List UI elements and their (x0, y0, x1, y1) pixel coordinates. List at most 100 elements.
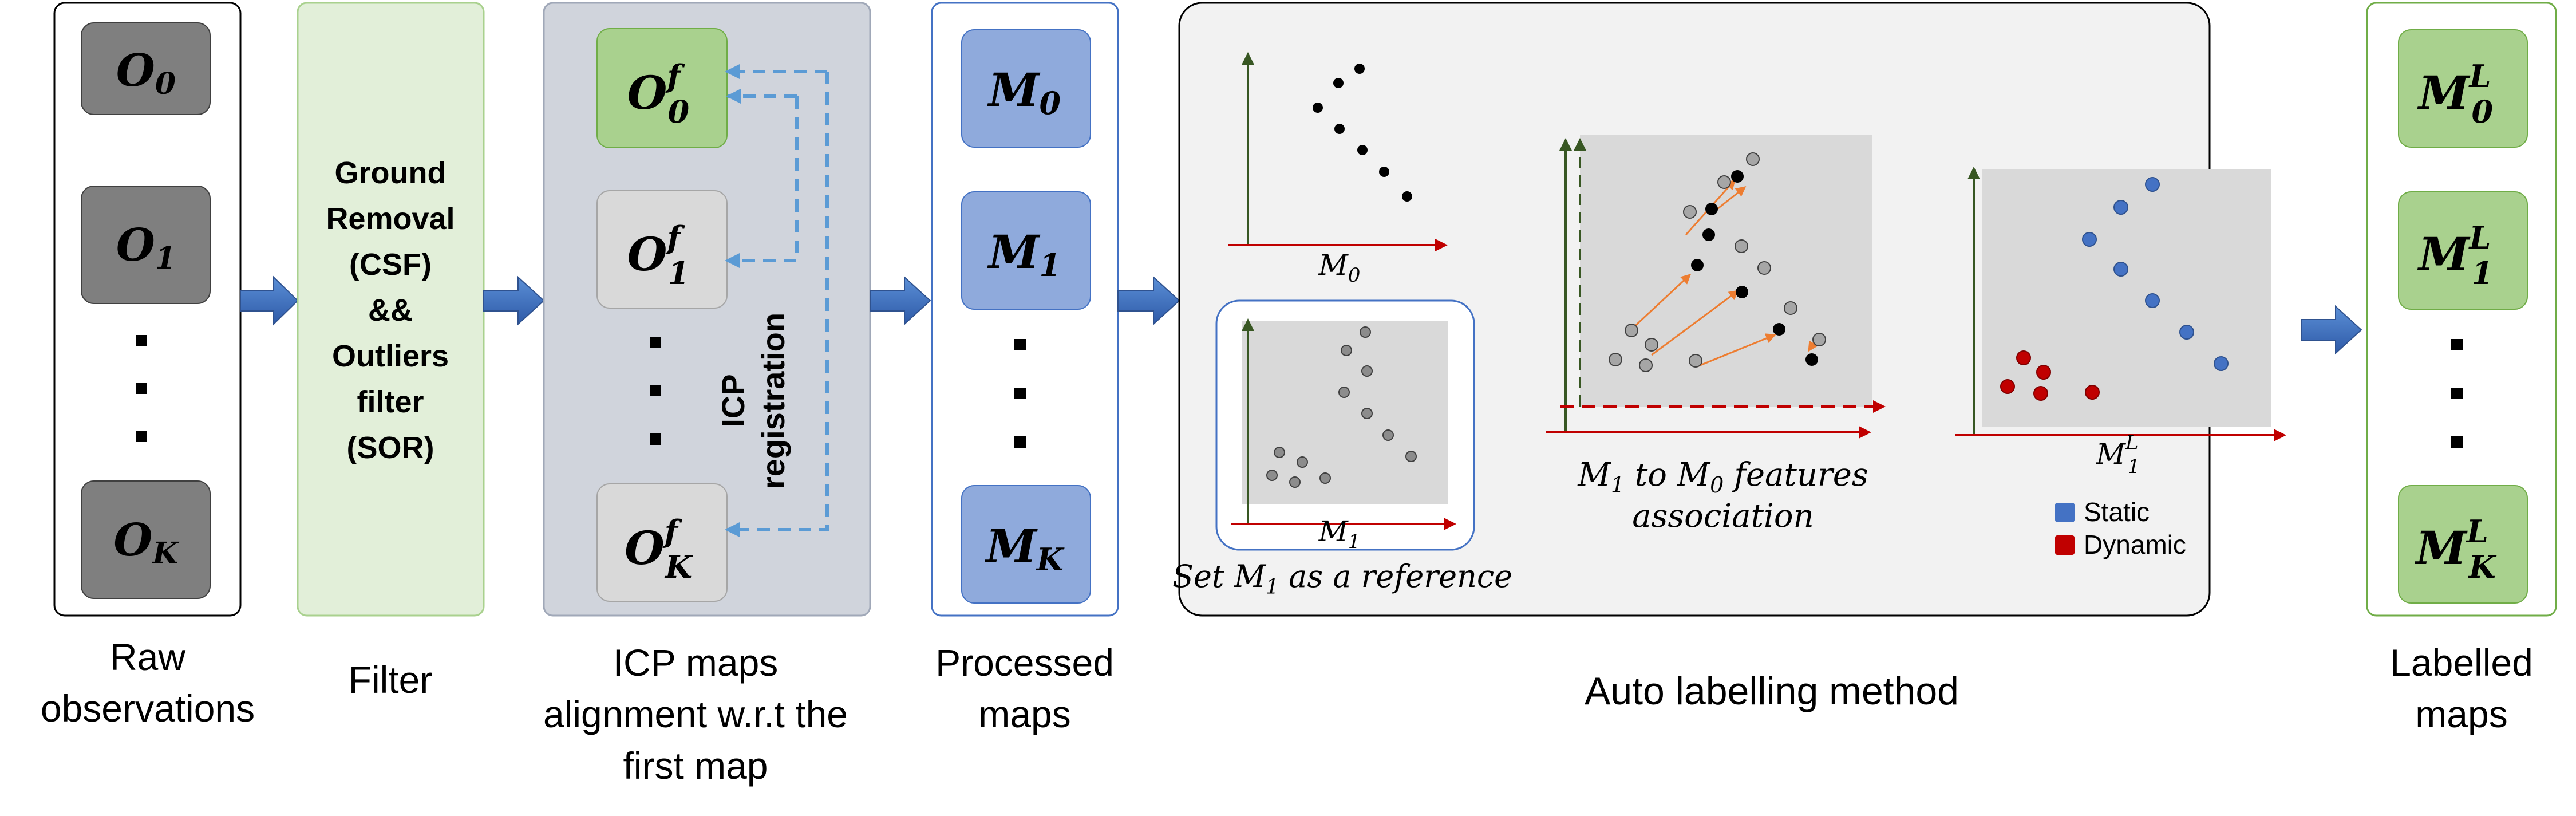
icp-symbol-base: O (625, 521, 665, 575)
svg-text:MLK: MLK (2414, 513, 2497, 585)
labelled-symbol-sup: L (2468, 58, 2491, 94)
association-caption: association (1632, 498, 1814, 535)
icp-ellipsis (650, 337, 661, 445)
filter-column: Ground Removal (CSF) && Outliers filter … (297, 2, 485, 701)
processed-symbol-sub: 0 (1039, 85, 1061, 121)
flow-arrow (240, 275, 299, 326)
svg-text:Ground: Ground (335, 156, 447, 190)
m0-points (1313, 64, 1412, 202)
labelled-caption: Labelled (2390, 641, 2533, 684)
filter-description: Ground Removal (CSF) && Outliers filter … (326, 156, 455, 465)
svg-text:Removal: Removal (326, 202, 455, 236)
labelled-symbol-base: M (2417, 227, 2471, 281)
icp-caption: alignment w.r.t the (543, 693, 848, 735)
processed-map-box-k: MK (961, 485, 1091, 604)
svg-text:filter: filter (357, 385, 424, 419)
auto-labelling-caption: Auto labelling method (1585, 669, 1959, 713)
raw-symbol-base: O (113, 514, 152, 566)
labelled-caption: maps (2415, 693, 2507, 735)
flow-arrow (870, 275, 931, 326)
processed-caption: Processed (935, 641, 1114, 684)
processed-symbol-base: M (987, 63, 1041, 117)
processed-column: M0 M1 MK Processed maps (931, 2, 1119, 735)
legend: Static Dynamic (2055, 497, 2186, 559)
dynamic-points (2000, 350, 2100, 401)
icp-symbol-sub: 0 (668, 93, 690, 130)
icp-symbol-sub: K (664, 549, 693, 585)
labelled-symbol-sub: 0 (2471, 93, 2493, 130)
processed-symbol-sub: 1 (1039, 247, 1061, 283)
processed-map-box-1: M1 (961, 191, 1091, 310)
processed-symbol-base: M (984, 519, 1038, 573)
icp-caption: ICP maps (613, 641, 779, 684)
association-arrows (1630, 179, 1818, 368)
icp-symbol-sub: 1 (668, 255, 690, 291)
raw-symbol-sub: K (151, 536, 179, 571)
m0-plot: M0 (1228, 52, 1448, 287)
icp-registration-arrows (725, 64, 829, 537)
processed-ellipsis (1014, 339, 1026, 448)
static-points (2082, 177, 2229, 371)
svg-text:Outliers: Outliers (332, 339, 449, 373)
labelled-symbol-sup: L (2466, 513, 2488, 550)
svg-text:ML1: ML1 (2417, 219, 2493, 291)
m1-axis-label: M1 (1318, 515, 1361, 553)
labelled-symbol-sub: 1 (2471, 255, 2493, 291)
association-caption: M1 to M0 features (1577, 456, 1868, 498)
svg-text:(SOR): (SOR) (347, 431, 434, 465)
legend-swatch-dynamic (2055, 535, 2075, 555)
reference-caption: Set M1 as a reference (1172, 558, 1512, 599)
processed-symbol-sub: K (1036, 541, 1065, 578)
flow-arrow (483, 275, 545, 326)
labelled-symbol-sup: L (2468, 219, 2491, 256)
legend-label-static: Static (2084, 497, 2150, 527)
svg-text:ML0: ML0 (2417, 58, 2493, 130)
svg-text:&&: && (368, 293, 413, 328)
svg-text:M0: M0 (987, 63, 1061, 121)
raw-observation-box-1: O1 (81, 186, 211, 304)
svg-text:Of0: Of0 (627, 58, 690, 130)
processed-map-box-0: M0 (961, 29, 1091, 148)
associated-m1-points (1609, 152, 1826, 372)
auto-labelling-column: M0 M1 Set M1 as a refe (1172, 2, 2286, 713)
associated-m0-points (1691, 170, 1818, 366)
icp-symbol-base: O (627, 66, 667, 120)
svg-text:O1: O1 (116, 219, 176, 276)
raw-observation-box-k: OK (81, 480, 211, 599)
raw-symbol-sub: 0 (155, 66, 176, 101)
svg-text:registration: registration (755, 313, 791, 489)
processed-symbol-base: M (987, 225, 1041, 279)
svg-text:O0: O0 (116, 45, 176, 101)
labelled-ellipsis (2451, 339, 2463, 448)
association-plot: M1 to M0 features association (1546, 135, 1886, 535)
svg-text:(CSF): (CSF) (349, 247, 432, 282)
m1-reference-plot: M1 Set M1 as a reference (1172, 299, 1512, 599)
filter-caption: Filter (349, 659, 433, 701)
svg-text:MK: MK (984, 519, 1065, 578)
icp-symbol-base: O (627, 227, 667, 281)
raw-symbol-sub: 1 (155, 241, 176, 276)
flow-arrow (1117, 275, 1180, 326)
raw-observation-box-0: O0 (81, 22, 211, 115)
icp-registration-label: ICP registration (715, 313, 791, 489)
raw-symbol-base: O (116, 219, 155, 271)
legend-label-dynamic: Dynamic (2084, 530, 2186, 559)
labelled-symbol-base: M (2414, 521, 2468, 575)
legend-swatch-static (2055, 503, 2075, 522)
svg-text:Of1: Of1 (627, 219, 690, 291)
icp-caption: first map (623, 744, 768, 787)
m0-axis-label: M0 (1318, 249, 1361, 287)
raw-symbol-base: O (116, 45, 155, 97)
flow-arrow (2301, 305, 2362, 355)
raw-observations-column: O0 O1 OK Raw observations (41, 2, 255, 730)
